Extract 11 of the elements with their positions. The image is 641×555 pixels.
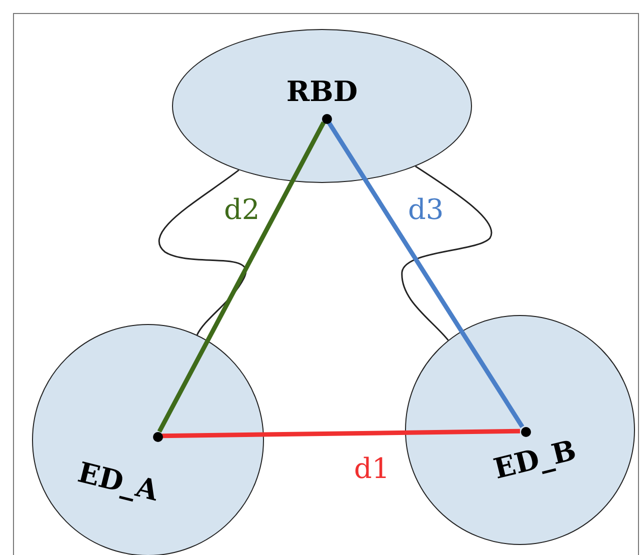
point-dot (153, 432, 163, 442)
node-label: ED_A (75, 458, 161, 506)
point-dot (521, 427, 531, 437)
node-label: RBD (286, 78, 358, 106)
linker-line (158, 169, 246, 336)
distance-line (162, 428, 520, 438)
distance-line (157, 121, 326, 433)
linker-line (401, 166, 492, 341)
point-dot (322, 114, 332, 124)
node-label: ED_B (491, 436, 579, 484)
distance-line (326, 121, 524, 428)
